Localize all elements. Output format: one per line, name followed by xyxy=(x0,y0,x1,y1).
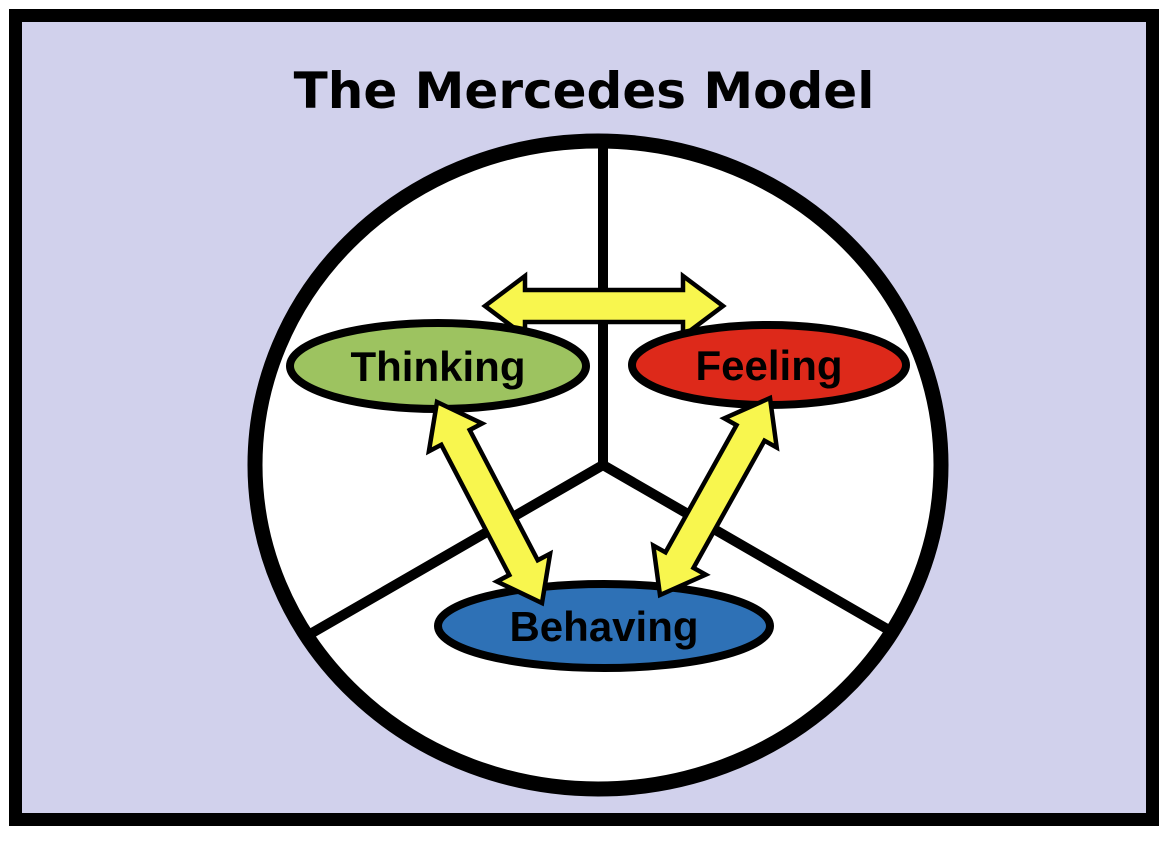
behaving-oval xyxy=(434,580,774,672)
feeling-label: Feeling xyxy=(695,342,842,389)
arrow-thinking-feeling xyxy=(481,271,727,341)
page-title: The Mercedes Model xyxy=(293,62,875,120)
arrow-feeling-behaving xyxy=(650,394,780,599)
behaving-label: Behaving xyxy=(509,603,698,650)
thinking-label: Thinking xyxy=(351,343,526,390)
arrow-thinking-behaving xyxy=(425,398,554,607)
